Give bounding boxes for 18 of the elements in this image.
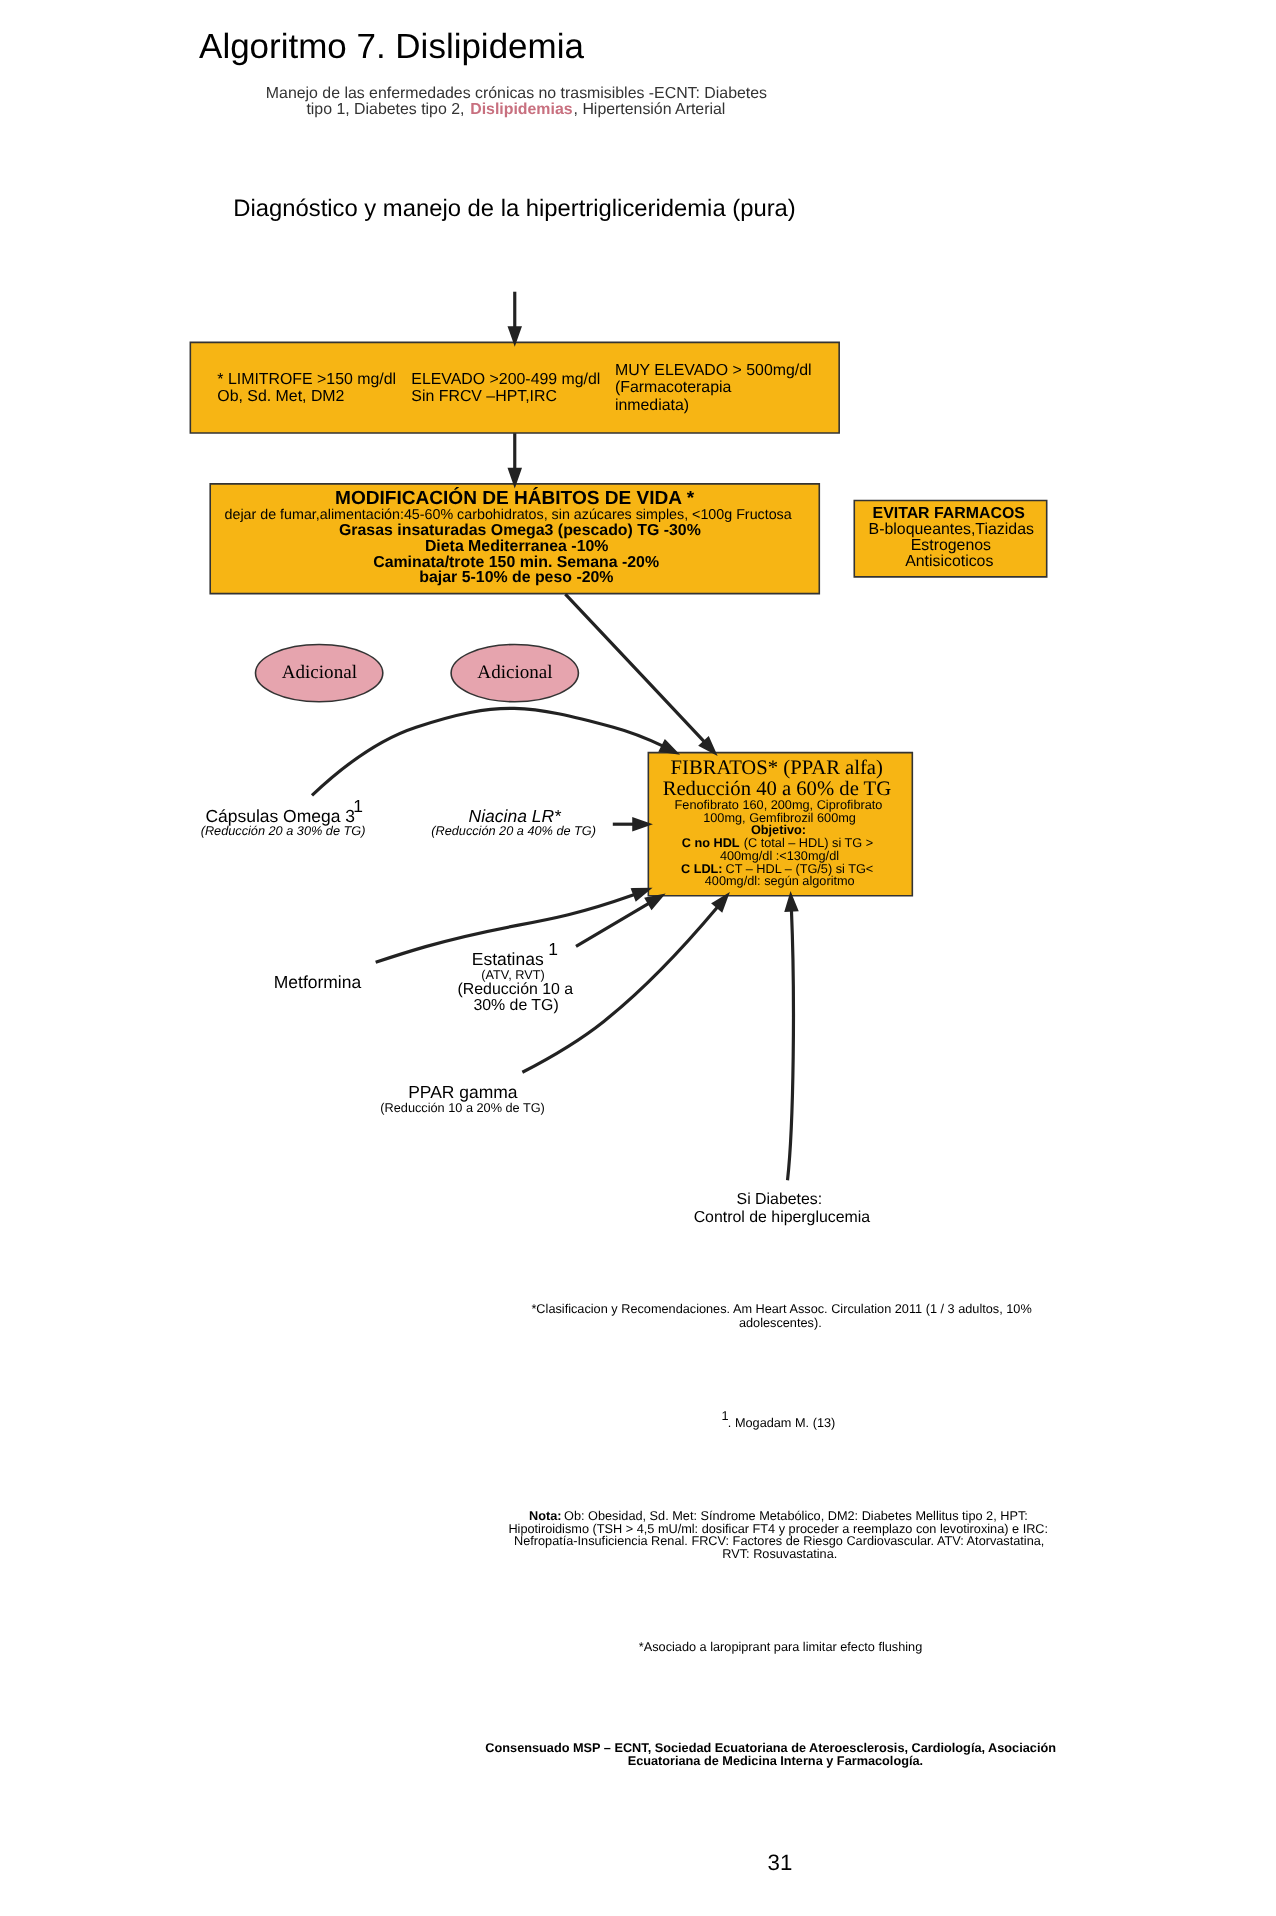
arrow [310,706,681,797]
node-text: Metformina [273,972,362,993]
node-ellipse: Adicional [254,643,384,703]
node-ellipse: Adicional [450,643,580,703]
arrow [784,891,799,1181]
node-text: Si Diabetes: Control de hiperglucemia [693,1190,871,1226]
arrow [375,887,653,964]
arrow [521,892,730,1074]
arrow [575,893,666,948]
arrow [564,593,718,756]
arrow [507,291,522,347]
node-box: EVITAR FARMACOS B-bloqueantes,Tiazidas Estrogenos Antisicoticos [853,499,1048,578]
arrow [612,816,653,832]
label: Diagnóstico y manejo de la hipertrigliceridemia (pura) [233,194,796,223]
label: 31 [767,1852,793,1877]
diagram-title: Algoritmo 7. Dislipidemia [199,25,584,66]
arrow [507,433,522,489]
label: Manejo de las enfermedades crónicas no trasmisibles -ECNT: Diabetes tipo 1, Diabetes tipo 2, Dislipidemias, Hipertensión Arterial [265,83,768,118]
